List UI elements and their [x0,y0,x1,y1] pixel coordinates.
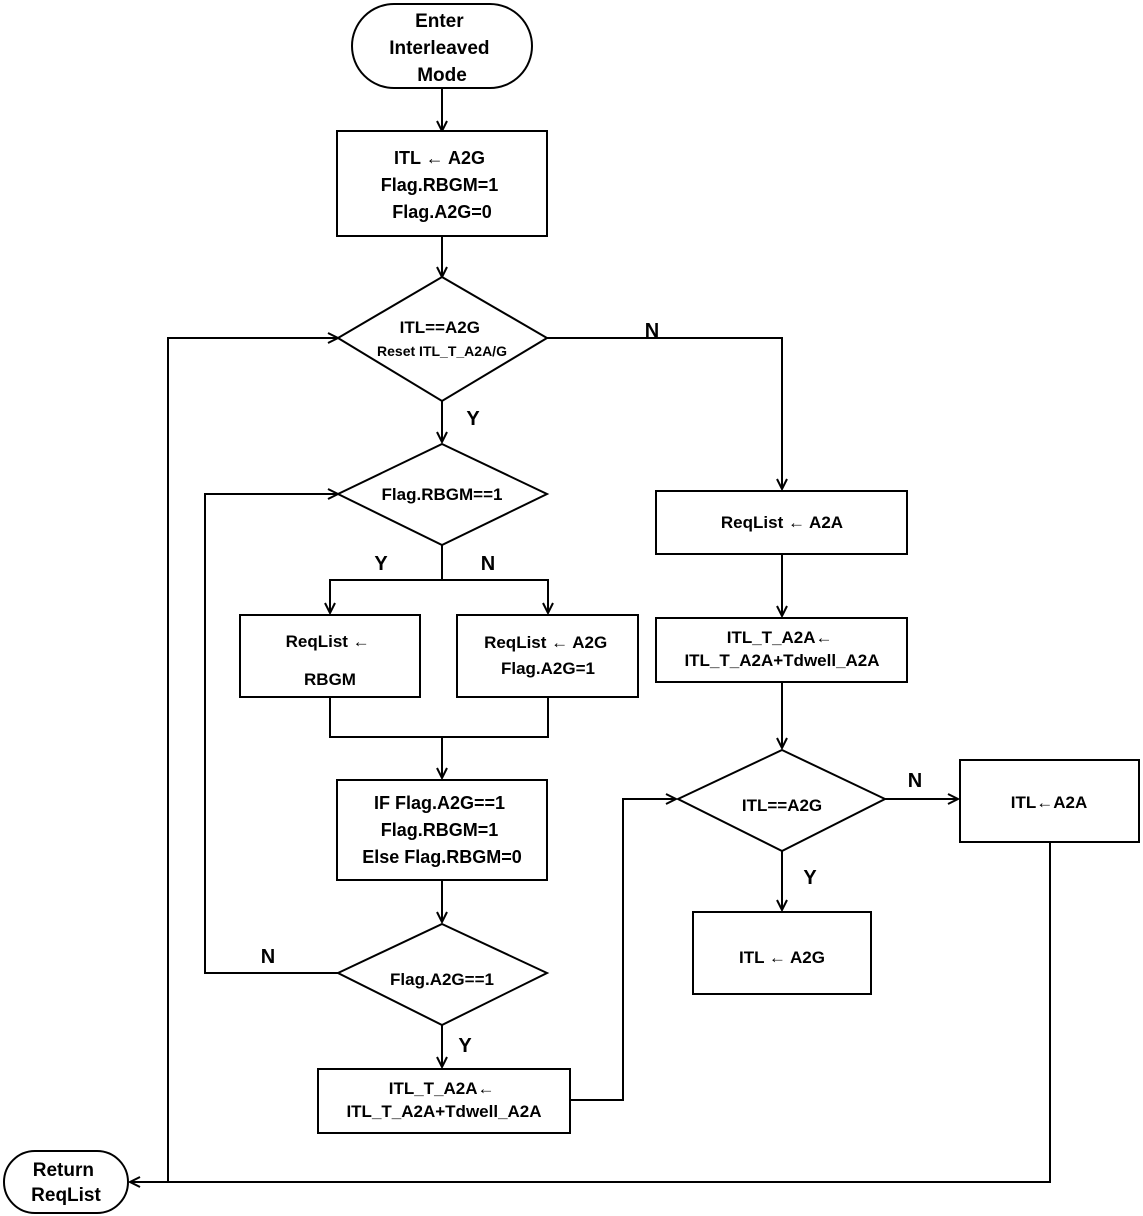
svg-text:Flag.RBGM==1: Flag.RBGM==1 [382,485,503,504]
connectors [130,88,1051,1182]
svg-text:ITL ← A2G Flag.RBGM=1: ITL ← A2G Flag.RBGM=1 Flag.A2G=0 [381,148,504,222]
node-init: ITL ← A2G Flag.RBGM=1 Flag.A2G=0 [336,130,548,237]
decision-rbgm-diamond [335,442,550,547]
end-terminal [3,1150,129,1214]
if-block-line: Flag.RBGM=1 [381,820,499,840]
label-a2g-no: N [261,946,275,968]
tdwell-left-box [317,1068,571,1134]
decision-itl2-diamond [675,748,888,853]
label-itl-yes: Y [466,408,480,430]
tdwell-left-line: ITL_T_A2A← [389,1079,495,1098]
svg-text:Enter Interleaved: Enter Interleaved Mode [389,11,495,86]
label-a2g-yes: Y [458,1035,472,1057]
node-tdwell-left: ITL_T_A2A← ITL_T_A2A+Tdwell_A2A [317,1068,571,1134]
if-block-box [336,779,548,881]
node-decision-itl: ITL==A2G Reset ITL_T_A2A/G [336,275,549,403]
reqlist-rbgm-line: ReqList ← [286,632,370,651]
start-line: Enter [415,11,464,32]
node-set-a2g: ITL ← A2G [692,911,872,995]
svg-text:ReqList ← A2A: ReqList ← A2A [721,513,843,532]
edge-labels: N Y Y N N Y N Y [261,320,922,1057]
if-block-line: Else Flag.RBGM=0 [362,847,522,867]
node-reqlist-a2a: ReqList ← A2A [655,490,908,555]
init-line: ITL ← A2G [394,148,485,168]
edge-itl-no [547,337,782,489]
start-line: Interleaved [389,38,489,59]
svg-text:Return ReqList: Return ReqList [31,1160,101,1206]
node-end: Return ReqList [3,1150,129,1214]
decision-itl-line: ITL==A2G [400,318,480,337]
reqlist-a2g-box [456,614,639,698]
reqlist-a2g-line: Flag.A2G=1 [501,659,595,678]
node-set-a2a: ITL←A2A [959,759,1140,843]
set-a2a-line: ITL←A2A [1011,793,1088,812]
node-reqlist-rbgm: ReqList ← RBGM [239,614,421,698]
label-rbgm-no: N [481,553,495,575]
tdwell-right-line: ITL_T_A2A← [727,628,833,647]
reqlist-a2g-line: ReqList ← A2G [484,633,607,652]
decision-a2g-line: Flag.A2G==1 [390,970,494,989]
svg-text:ITL←A2A: ITL←A2A [1011,793,1088,812]
init-line: Flag.A2G=0 [392,202,492,222]
edge-tdwell-decision [570,799,676,1101]
tdwell-left-line: ITL_T_A2A+Tdwell_A2A [346,1102,541,1121]
edge-a2g-no [204,494,338,974]
label-itl-no: N [645,320,659,342]
label-itl2-no: N [908,770,922,792]
node-decision-rbgm: Flag.RBGM==1 [335,442,550,547]
reqlist-rbgm-box [239,614,421,698]
svg-text:ITL==A2G Reset ITL_T_A2A: ITL==A2G Reset ITL_T_A2A/G [377,318,507,359]
edge-rbgm-no [442,579,548,613]
svg-text:ITL_T_A2A← ITL_T_A2A+Tdw: ITL_T_A2A← ITL_T_A2A+Tdwell_A2A [684,628,879,670]
label-rbgm-yes: Y [374,553,388,575]
node-decision-a2g: Flag.A2G==1 [335,922,550,1027]
set-a2g-box [692,911,872,995]
svg-text:ReqList ← RBGM: ReqList ← RBGM [286,632,375,689]
svg-text:Flag.A2G==1: Flag.A2G==1 [390,970,494,989]
node-if-block: IF Flag.A2G==1 Flag.RBGM=1 Else Flag.RBG… [336,779,548,881]
end-line: Return [33,1160,94,1181]
tdwell-right-line: ITL_T_A2A+Tdwell_A2A [684,651,879,670]
end-line: ReqList [31,1185,101,1206]
edge-merge [329,697,549,738]
svg-text:IF Flag.A2G==1 Flag.RBGM: IF Flag.A2G==1 Flag.RBGM=1 Else Flag.RBG… [362,793,522,867]
decision-rbgm-line: Flag.RBGM==1 [382,485,503,504]
decision-itl-line: Reset ITL_T_A2A/G [377,343,507,359]
label-itl2-yes: Y [803,867,817,889]
if-block-line: IF Flag.A2G==1 [374,793,505,813]
node-reqlist-a2g: ReqList ← A2G Flag.A2G=1 [456,614,639,698]
start-line: Mode [417,65,467,86]
reqlist-rbgm-line: RBGM [304,670,356,689]
svg-text:ITL==A2G: ITL==A2G [742,796,822,815]
node-tdwell-right: ITL_T_A2A← ITL_T_A2A+Tdwell_A2A [655,617,908,683]
svg-text:ITL ← A2G: ITL ← A2G [739,948,825,967]
edge-return [130,842,1051,1182]
node-start: Enter Interleaved Mode [351,3,533,89]
decision-a2g-diamond [335,922,550,1027]
edge-rbgm-yes [330,545,443,613]
init-line: Flag.RBGM=1 [381,175,499,195]
decision-itl-diamond [336,275,549,403]
init-box [336,130,548,237]
reqlist-a2a-line: ReqList ← A2A [721,513,843,532]
decision-itl2-line: ITL==A2G [742,796,822,815]
start-terminal [351,3,533,89]
set-a2g-line: ITL ← A2G [739,948,825,967]
set-a2a-box [959,759,1140,843]
svg-text:ITL_T_A2A← ITL_T_A2A+Tdw: ITL_T_A2A← ITL_T_A2A+Tdwell_A2A [346,1079,541,1121]
node-decision-itl2: ITL==A2G [675,748,888,853]
edge-loop-back [167,338,338,1182]
svg-text:ReqList ← A2G Flag.A2G=1: ReqList ← A2G Flag.A2G=1 [484,633,612,678]
tdwell-right-box [655,617,908,683]
reqlist-a2a-box [655,490,908,555]
